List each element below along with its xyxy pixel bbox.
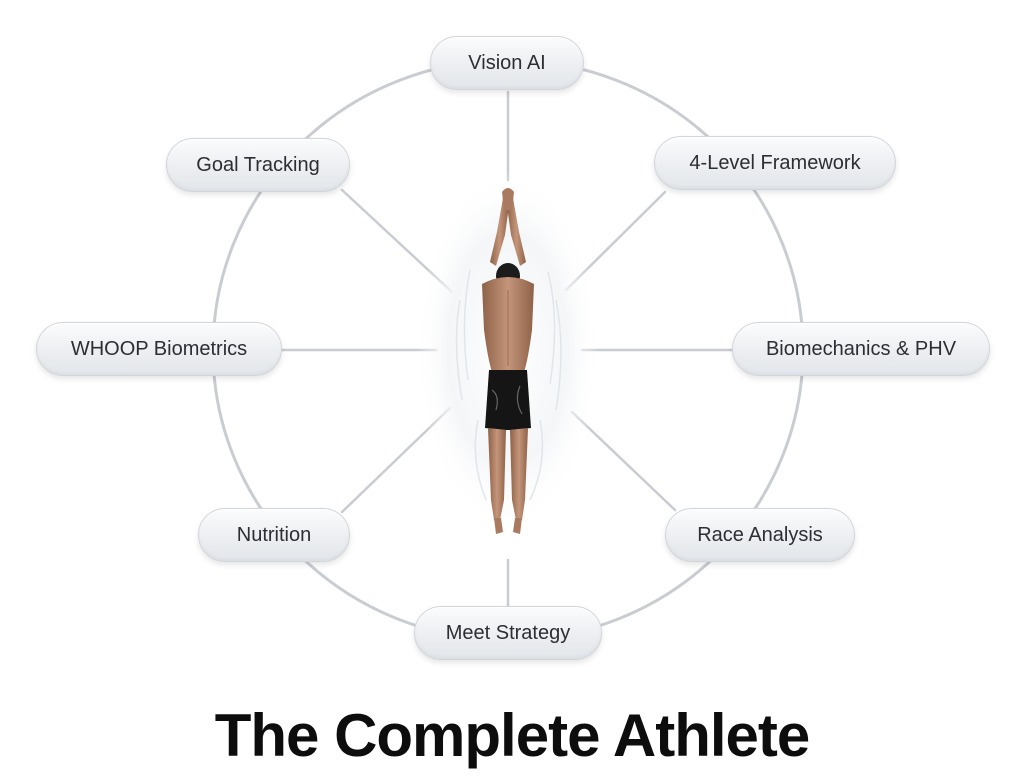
node-vision-ai[interactable]: Vision AI bbox=[430, 36, 584, 90]
node-meet-strategy[interactable]: Meet Strategy bbox=[414, 606, 602, 660]
water-streaks bbox=[455, 269, 562, 501]
diagram-title: The Complete Athlete bbox=[214, 702, 811, 769]
node-biomechanics-phv[interactable]: Biomechanics & PHV bbox=[732, 322, 990, 376]
node-whoop-biometrics[interactable]: WHOOP Biometrics bbox=[36, 322, 282, 376]
node-goal-tracking[interactable]: Goal Tracking bbox=[166, 138, 350, 192]
node-race-analysis[interactable]: Race Analysis bbox=[665, 508, 855, 562]
node-nutrition[interactable]: Nutrition bbox=[198, 508, 350, 562]
node-four-level-framework[interactable]: 4-Level Framework bbox=[654, 136, 896, 190]
swimmer-illustration bbox=[416, 170, 600, 534]
